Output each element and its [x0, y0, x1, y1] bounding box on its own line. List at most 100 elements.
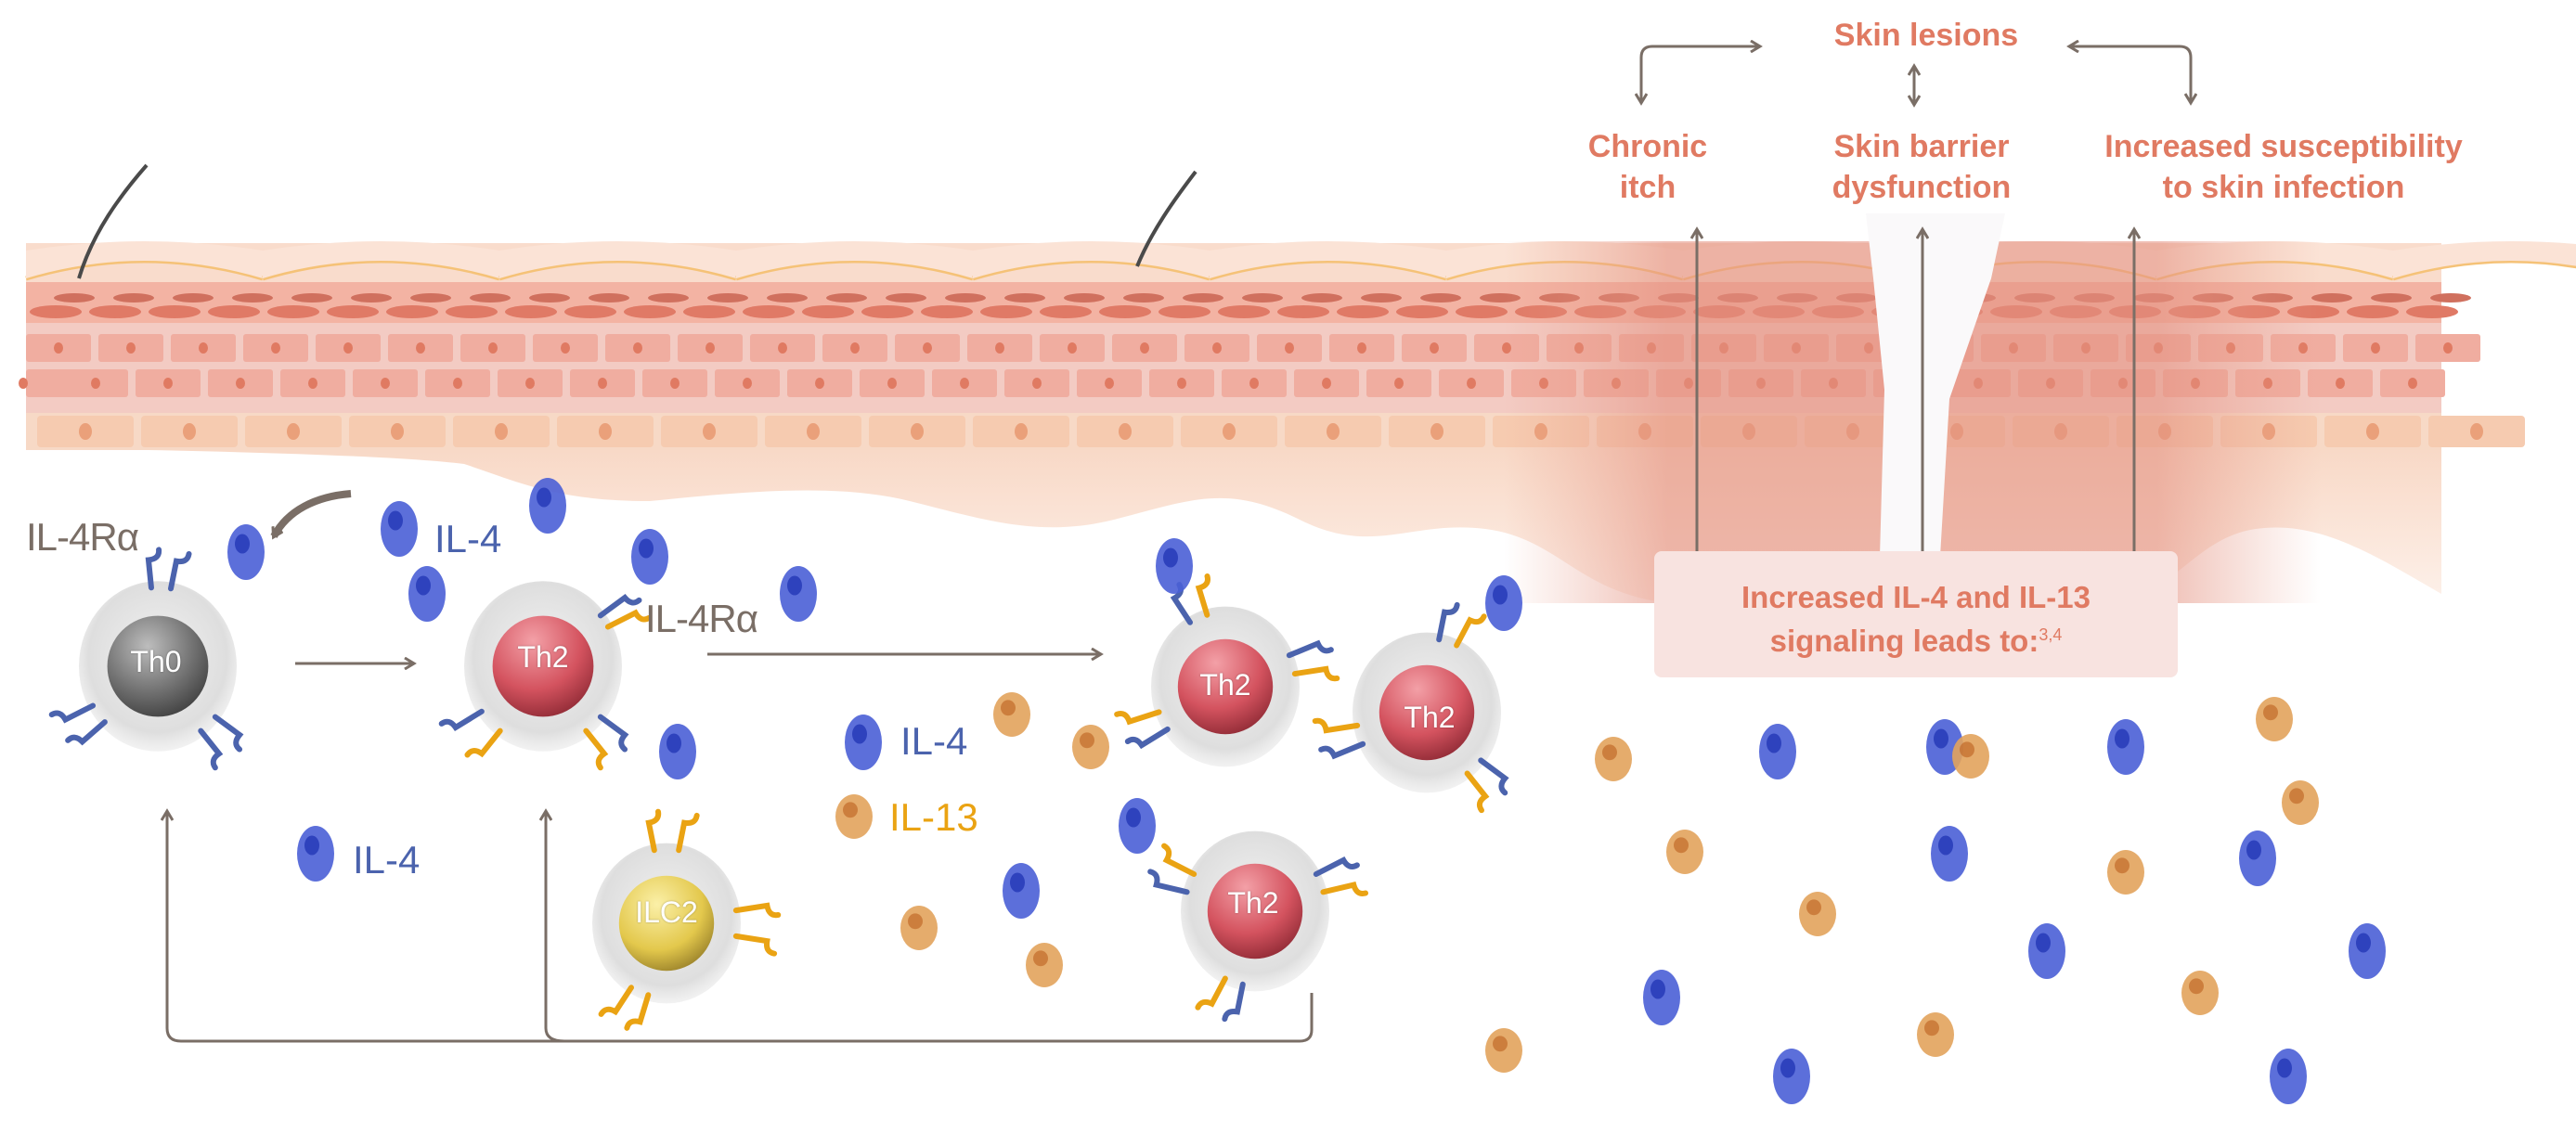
granule	[826, 293, 867, 303]
il4-molecule	[2239, 830, 2276, 886]
cell-nucleus	[126, 342, 136, 354]
cell-nucleus	[618, 875, 715, 972]
il4-molecule	[2349, 923, 2386, 979]
il4-molecule	[2270, 1049, 2307, 1104]
cell-nucleus	[850, 342, 860, 354]
granule	[1361, 293, 1402, 303]
il4-molecule-shade	[852, 724, 867, 744]
il13-molecule	[1952, 734, 1989, 779]
il13-molecule	[2256, 697, 2293, 741]
cell-ilc2	[592, 808, 782, 1031]
cell-nucleus	[271, 342, 280, 354]
granule	[1040, 305, 1092, 318]
granule	[802, 305, 854, 318]
corneum-scale	[499, 241, 736, 278]
granule	[1064, 293, 1105, 303]
granule	[351, 293, 392, 303]
receptor	[1291, 665, 1340, 682]
receptor	[604, 609, 653, 630]
summary-line2: signaling leads to:3,4	[1654, 616, 2178, 660]
cell-nucleus	[1322, 378, 1331, 389]
receptor	[1114, 709, 1162, 726]
granule	[1004, 293, 1045, 303]
il13-molecule-shade	[1033, 950, 1048, 967]
receptor	[1464, 770, 1490, 814]
granule	[232, 293, 273, 303]
summary-text: Increased IL-4 and IL-13 signaling leads…	[1654, 579, 2178, 660]
cell-nucleus	[163, 378, 173, 389]
cell-nucleus	[2443, 342, 2453, 354]
cell-label-th0: Th0	[130, 645, 182, 678]
granule	[648, 293, 689, 303]
granule	[410, 293, 451, 303]
granule	[1183, 293, 1223, 303]
label-il4-mid: IL-4	[900, 719, 968, 763]
granule	[529, 293, 570, 303]
cell-th2-c	[1312, 601, 1509, 814]
il4-molecule-shade	[388, 510, 403, 531]
cell-nucleus	[199, 342, 208, 354]
granule	[327, 305, 379, 318]
il13-molecule	[1026, 943, 1063, 987]
il13-molecule	[1799, 892, 1836, 936]
il13-molecule-shade	[2189, 978, 2204, 995]
cell-nucleus	[1467, 378, 1476, 389]
cell-nucleus	[2371, 342, 2380, 354]
cell-nucleus	[1105, 378, 1114, 389]
il4-molecule-shade	[1938, 835, 1953, 856]
cell-nucleus	[703, 423, 716, 440]
granule	[945, 293, 986, 303]
il4-molecule-shade	[2277, 1058, 2292, 1078]
cell-th2-b	[1114, 573, 1340, 767]
hair	[77, 163, 149, 279]
granule	[707, 293, 748, 303]
receptor	[645, 808, 662, 854]
granule	[291, 293, 332, 303]
receptor	[1454, 613, 1487, 649]
cell-nucleus	[1430, 423, 1443, 440]
cell-nucleus	[743, 378, 752, 389]
cell-label-th2-b: Th2	[1199, 668, 1251, 702]
granule	[267, 305, 319, 318]
cell-nucleus	[815, 378, 824, 389]
il13-molecule-shade	[2263, 704, 2278, 721]
summary-citation: 3,4	[2039, 625, 2063, 644]
il4-molecule-shade	[1493, 585, 1508, 605]
granule	[113, 293, 154, 303]
granule	[1420, 293, 1461, 303]
effect-skin-barrier-line1: Skin barrier	[1833, 129, 2010, 164]
receptor	[438, 708, 485, 731]
granule	[505, 305, 557, 318]
cell-nucleus	[19, 378, 28, 389]
receptor	[1195, 573, 1210, 618]
receptor	[1195, 975, 1228, 1011]
il13-molecule	[1666, 830, 1703, 874]
granule	[564, 305, 616, 318]
granule	[89, 305, 141, 318]
il13-molecule-shade	[1924, 1020, 1939, 1036]
il4-molecule-shade	[2356, 933, 2371, 953]
cell-nucleus	[1177, 638, 1274, 735]
effect-chronic-itch-line2: itch	[1619, 170, 1676, 205]
granule	[54, 293, 95, 303]
cell-nucleus	[599, 423, 612, 440]
granule	[1396, 305, 1448, 318]
granule	[683, 305, 735, 318]
cell-nucleus	[1015, 423, 1028, 440]
cell-nucleus	[287, 423, 300, 440]
il13-molecule-shade	[1080, 732, 1094, 749]
granule	[1456, 305, 1508, 318]
receptor	[732, 902, 782, 919]
receptor	[212, 714, 244, 753]
cell-nucleus	[236, 378, 245, 389]
effect-infection-line1: Increased susceptibility	[2104, 129, 2463, 164]
cell-nucleus	[2470, 423, 2483, 440]
cell-nucleus	[807, 423, 820, 440]
receptor	[1320, 881, 1369, 896]
il13-molecule	[835, 794, 873, 839]
receptor	[65, 719, 108, 746]
label-il4-bottom: IL-4	[353, 838, 421, 882]
cell-label-th2-c: Th2	[1404, 701, 1456, 734]
il4-molecule-shade	[416, 575, 431, 596]
cell-nucleus	[923, 342, 932, 354]
